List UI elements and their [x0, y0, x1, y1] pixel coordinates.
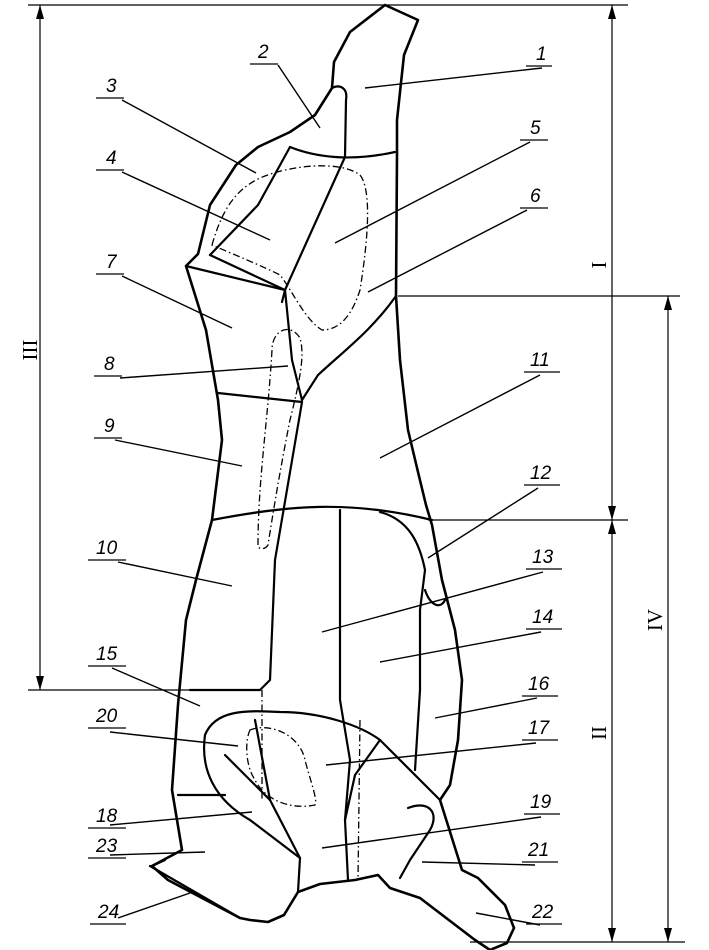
label-18: 18: [88, 806, 126, 829]
dimension-I-label: I: [587, 262, 611, 269]
carcass-outline: [150, 3, 516, 950]
label-5: 5: [520, 118, 548, 141]
svg-text:6: 6: [530, 186, 541, 207]
svg-text:20: 20: [95, 706, 118, 727]
label-2: 2: [250, 42, 278, 65]
label-14: 14: [526, 607, 562, 630]
svg-text:12: 12: [530, 463, 552, 484]
label-11: 11: [524, 350, 560, 373]
svg-text:11: 11: [530, 350, 550, 371]
label-16: 16: [522, 674, 558, 697]
svg-text:22: 22: [531, 902, 554, 923]
svg-text:24: 24: [97, 902, 119, 923]
label-15: 15: [88, 644, 126, 667]
hidden-contours: [211, 165, 369, 881]
leader-lines: [109, 64, 544, 926]
svg-text:21: 21: [527, 840, 549, 861]
label-9: 9: [94, 416, 122, 439]
svg-text:7: 7: [106, 252, 118, 273]
svg-text:8: 8: [104, 354, 115, 375]
svg-text:1: 1: [536, 44, 547, 65]
svg-text:3: 3: [106, 76, 117, 97]
svg-text:13: 13: [532, 547, 554, 568]
svg-text:18: 18: [96, 806, 118, 827]
svg-text:19: 19: [530, 792, 552, 813]
label-22: 22: [526, 902, 562, 925]
svg-text:10: 10: [96, 538, 118, 559]
label-4: 4: [96, 148, 124, 171]
label-8: 8: [94, 354, 122, 377]
label-20: 20: [88, 706, 126, 729]
cut-number-labels: 1 2 3 4 5 6 7 8 9 10 11 12 13 14 15 16 1…: [88, 42, 562, 925]
dimension-IV-label: IV: [643, 609, 667, 631]
dimension-lines: [28, 4, 685, 943]
svg-text:4: 4: [106, 148, 117, 169]
label-19: 19: [524, 792, 560, 815]
svg-text:15: 15: [96, 644, 118, 665]
svg-text:14: 14: [532, 607, 553, 628]
svg-text:9: 9: [104, 416, 115, 437]
svg-text:16: 16: [528, 674, 550, 695]
svg-text:5: 5: [530, 118, 541, 139]
label-6: 6: [520, 186, 548, 209]
label-7: 7: [96, 252, 124, 275]
label-1: 1: [526, 44, 552, 67]
label-17: 17: [522, 718, 558, 741]
svg-text:23: 23: [95, 836, 118, 857]
label-13: 13: [526, 547, 562, 570]
label-3: 3: [96, 76, 124, 99]
label-24: 24: [90, 902, 126, 925]
svg-text:17: 17: [528, 718, 551, 739]
cut-lines: [148, 85, 447, 920]
label-10: 10: [88, 538, 126, 561]
dimension-III-label: III: [18, 340, 42, 361]
label-21: 21: [522, 840, 558, 863]
label-12: 12: [524, 463, 560, 486]
dimension-II-label: II: [587, 726, 611, 740]
svg-text:2: 2: [257, 42, 269, 63]
label-23: 23: [88, 836, 126, 859]
